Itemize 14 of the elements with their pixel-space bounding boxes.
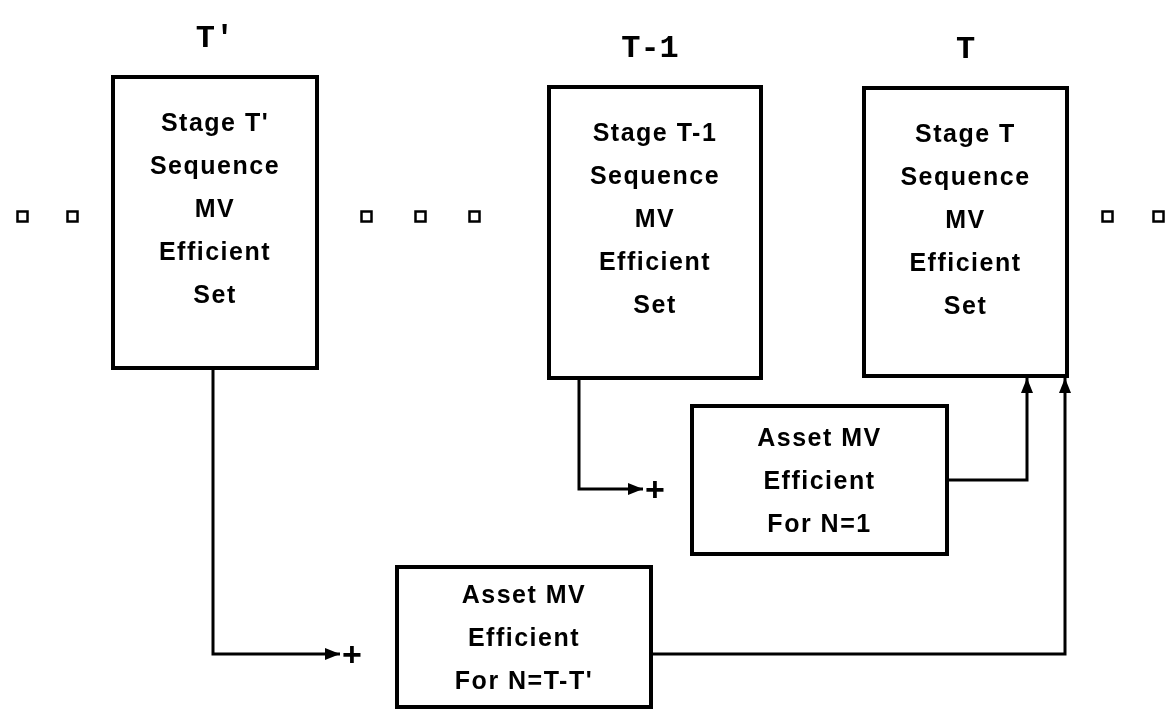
box-text: Stage T Sequence MV Efficient Set <box>899 118 1032 321</box>
box-text: Asset MV Efficient For N=1 <box>756 421 883 539</box>
arrow <box>577 380 643 495</box>
plus-sign: + <box>341 635 363 673</box>
arrow <box>653 378 1071 656</box>
arrow <box>211 370 340 660</box>
box-text: Stage T-1 Sequence MV Efficient Set <box>588 117 722 320</box>
arrow <box>949 378 1033 482</box>
stage-heading: T <box>955 31 976 68</box>
plus-sign: + <box>644 470 666 508</box>
stage-heading: T' <box>195 20 235 57</box>
stage-heading: T-1 <box>621 30 679 67</box>
box-text: Asset MV Efficient For N=T-T' <box>453 578 595 696</box>
box-text: Stage T' Sequence MV Efficient Set <box>148 107 282 310</box>
